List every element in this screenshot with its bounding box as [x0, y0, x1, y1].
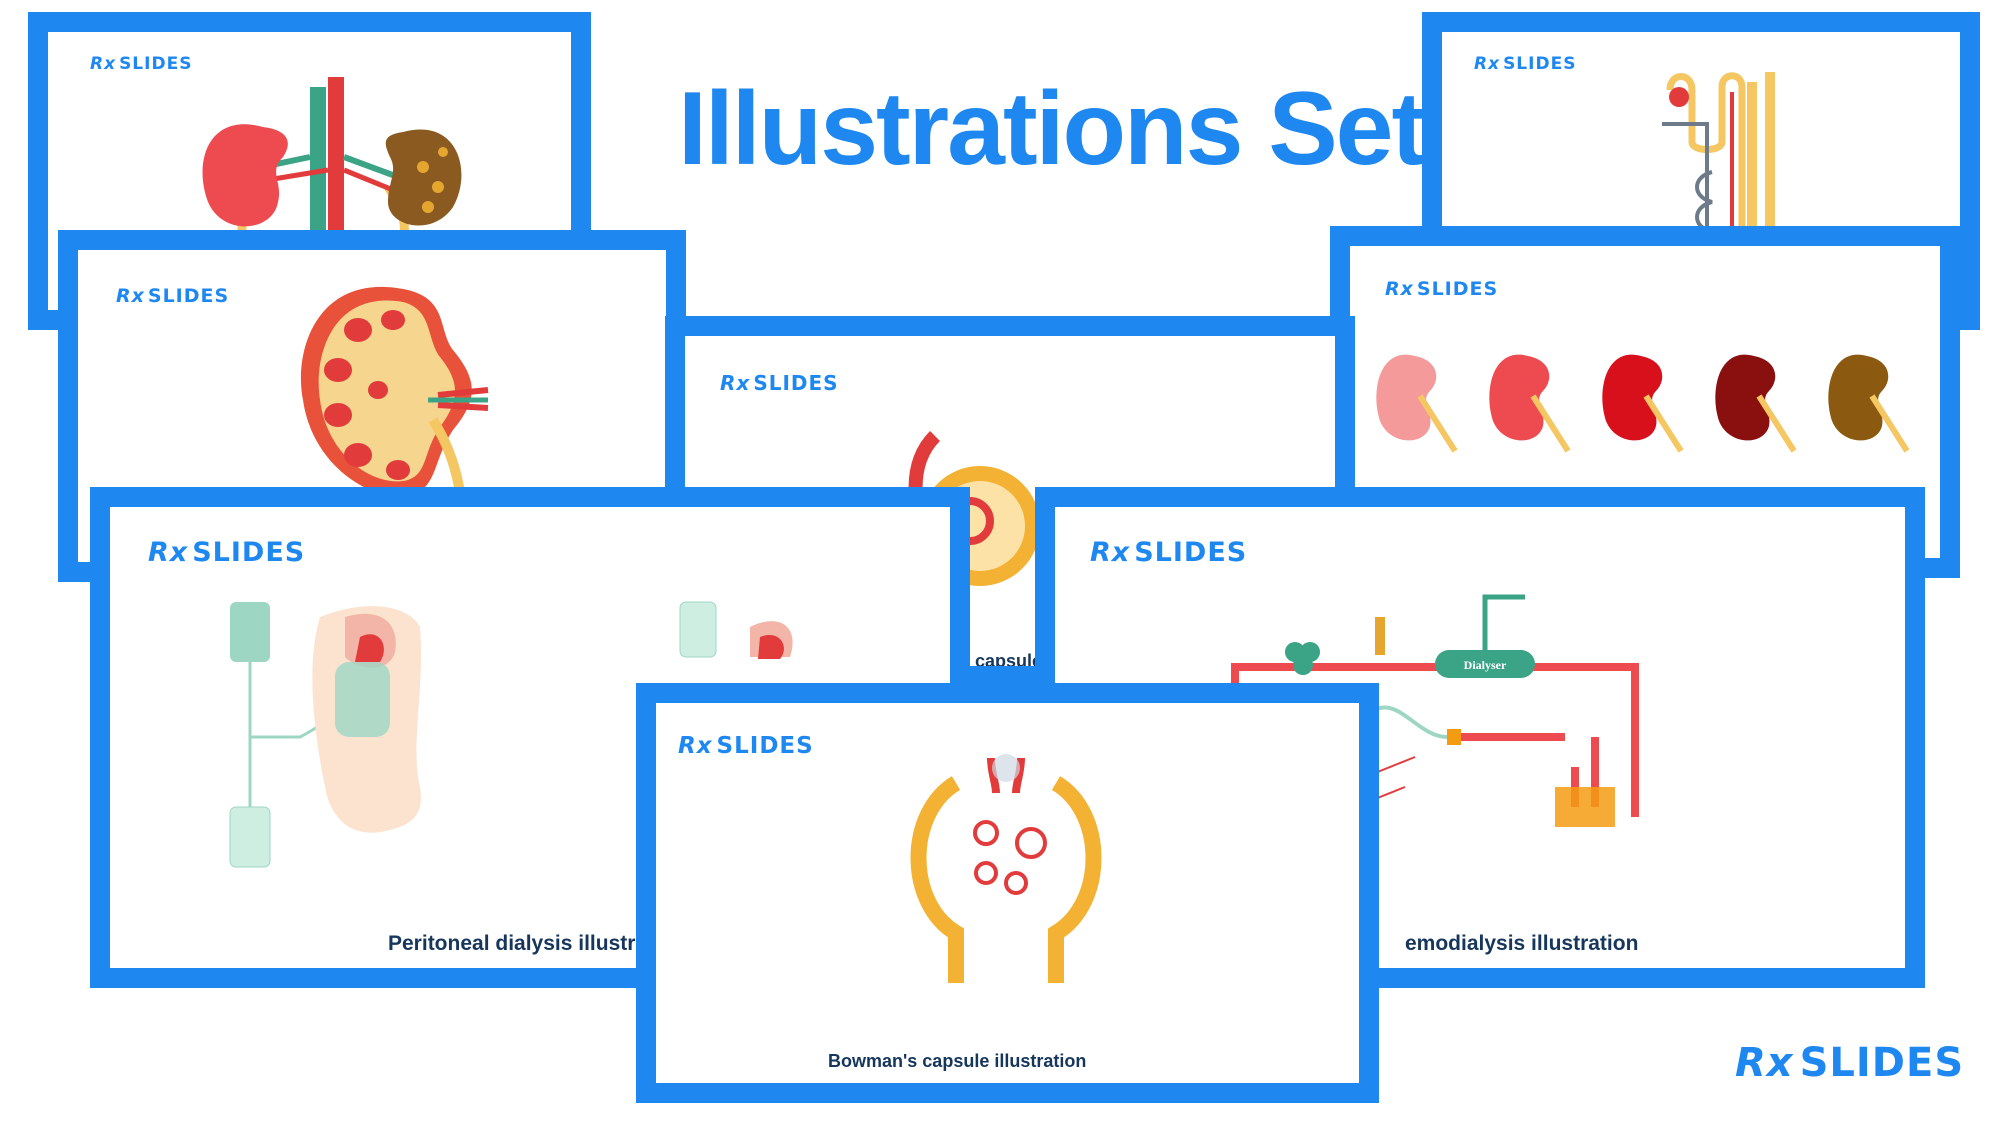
brand-name: SLIDES	[192, 537, 306, 568]
slide-caption: Peritoneal dialysis illustra	[388, 932, 648, 955]
rx-logo-mark: Rx	[720, 371, 751, 395]
rx-logo-mark: Rx	[678, 733, 713, 759]
rx-logo-mark: Rx	[90, 54, 117, 74]
page-title: Illustrations Set	[678, 71, 1426, 187]
brand-name: SLIDES	[1134, 537, 1248, 568]
rx-logo-mark: Rx	[1385, 278, 1414, 300]
brand-name: SLIDES	[1503, 54, 1577, 74]
brand-name: SLIDES	[119, 54, 193, 74]
brand-name: SLIDES	[1416, 278, 1499, 300]
kidney-stages-illustration	[1376, 354, 1910, 453]
hemodialysis-illustration: Dialyser	[1231, 594, 1639, 827]
peritoneal-dialysis-illustration	[229, 601, 793, 868]
rx-logo-mark: Rx	[1090, 537, 1131, 568]
bowmans-capsule-illustration	[910, 754, 1102, 983]
slide-caption: emodialysis illustration	[1405, 932, 1639, 955]
brand-name: SLIDES	[147, 285, 230, 307]
rx-logo-mark: Rx	[148, 537, 189, 568]
slide-caption: Bowman's capsule illustration	[828, 1051, 1087, 1071]
dialyser-label: Dialyser	[1464, 658, 1507, 672]
brand-name: SLIDES	[1799, 1040, 1965, 1086]
brand-name: SLIDES	[716, 733, 814, 759]
kidney-cross-section-illustration	[300, 286, 489, 552]
rx-logo-mark: Rx	[116, 285, 145, 307]
rx-logo-mark: Rx	[1735, 1040, 1794, 1086]
rx-logo-mark: Rx	[1474, 54, 1501, 74]
brand-name: SLIDES	[753, 371, 839, 395]
nephron-illustration	[1662, 72, 1775, 242]
slide-caption: capsule	[975, 651, 1043, 671]
